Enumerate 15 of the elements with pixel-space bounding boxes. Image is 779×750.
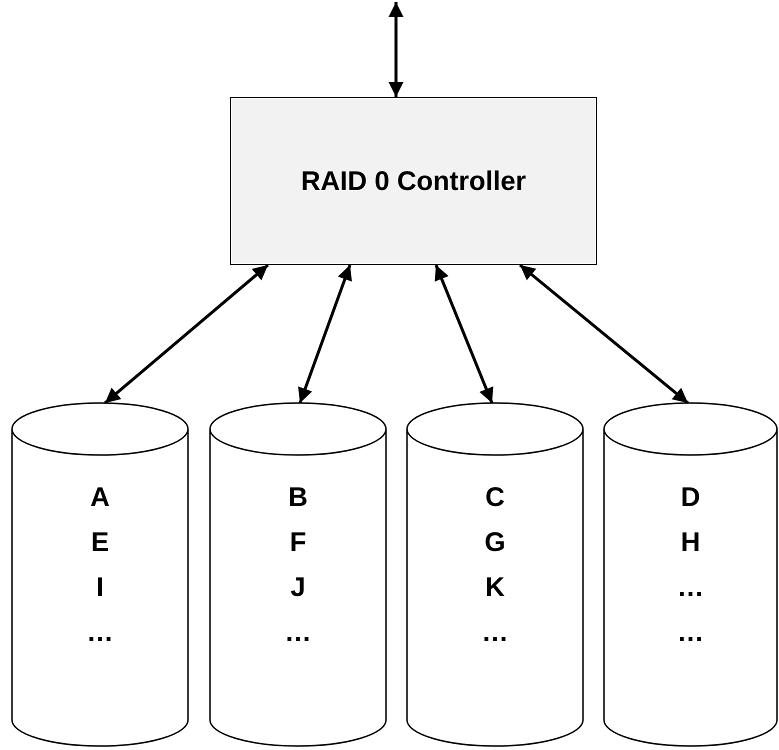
- controller-box: [230, 97, 597, 265]
- node-label: D H … …: [677, 481, 704, 649]
- double-arrow: [388, 2, 404, 97]
- disk-cylinder: [11, 403, 189, 746]
- disk-cylinder: [209, 403, 387, 746]
- disk-cylinder: [603, 403, 778, 746]
- node-label: RAID 0 Controller: [300, 164, 526, 198]
- disk-cylinder: [406, 403, 584, 746]
- double-arrow: [298, 264, 352, 404]
- node-label: A E I …: [86, 481, 114, 649]
- double-arrow: [519, 264, 689, 404]
- double-arrow: [434, 264, 494, 404]
- double-arrow: [104, 264, 269, 404]
- node-label: C G K …: [482, 481, 508, 649]
- node-label: B F J …: [284, 481, 312, 649]
